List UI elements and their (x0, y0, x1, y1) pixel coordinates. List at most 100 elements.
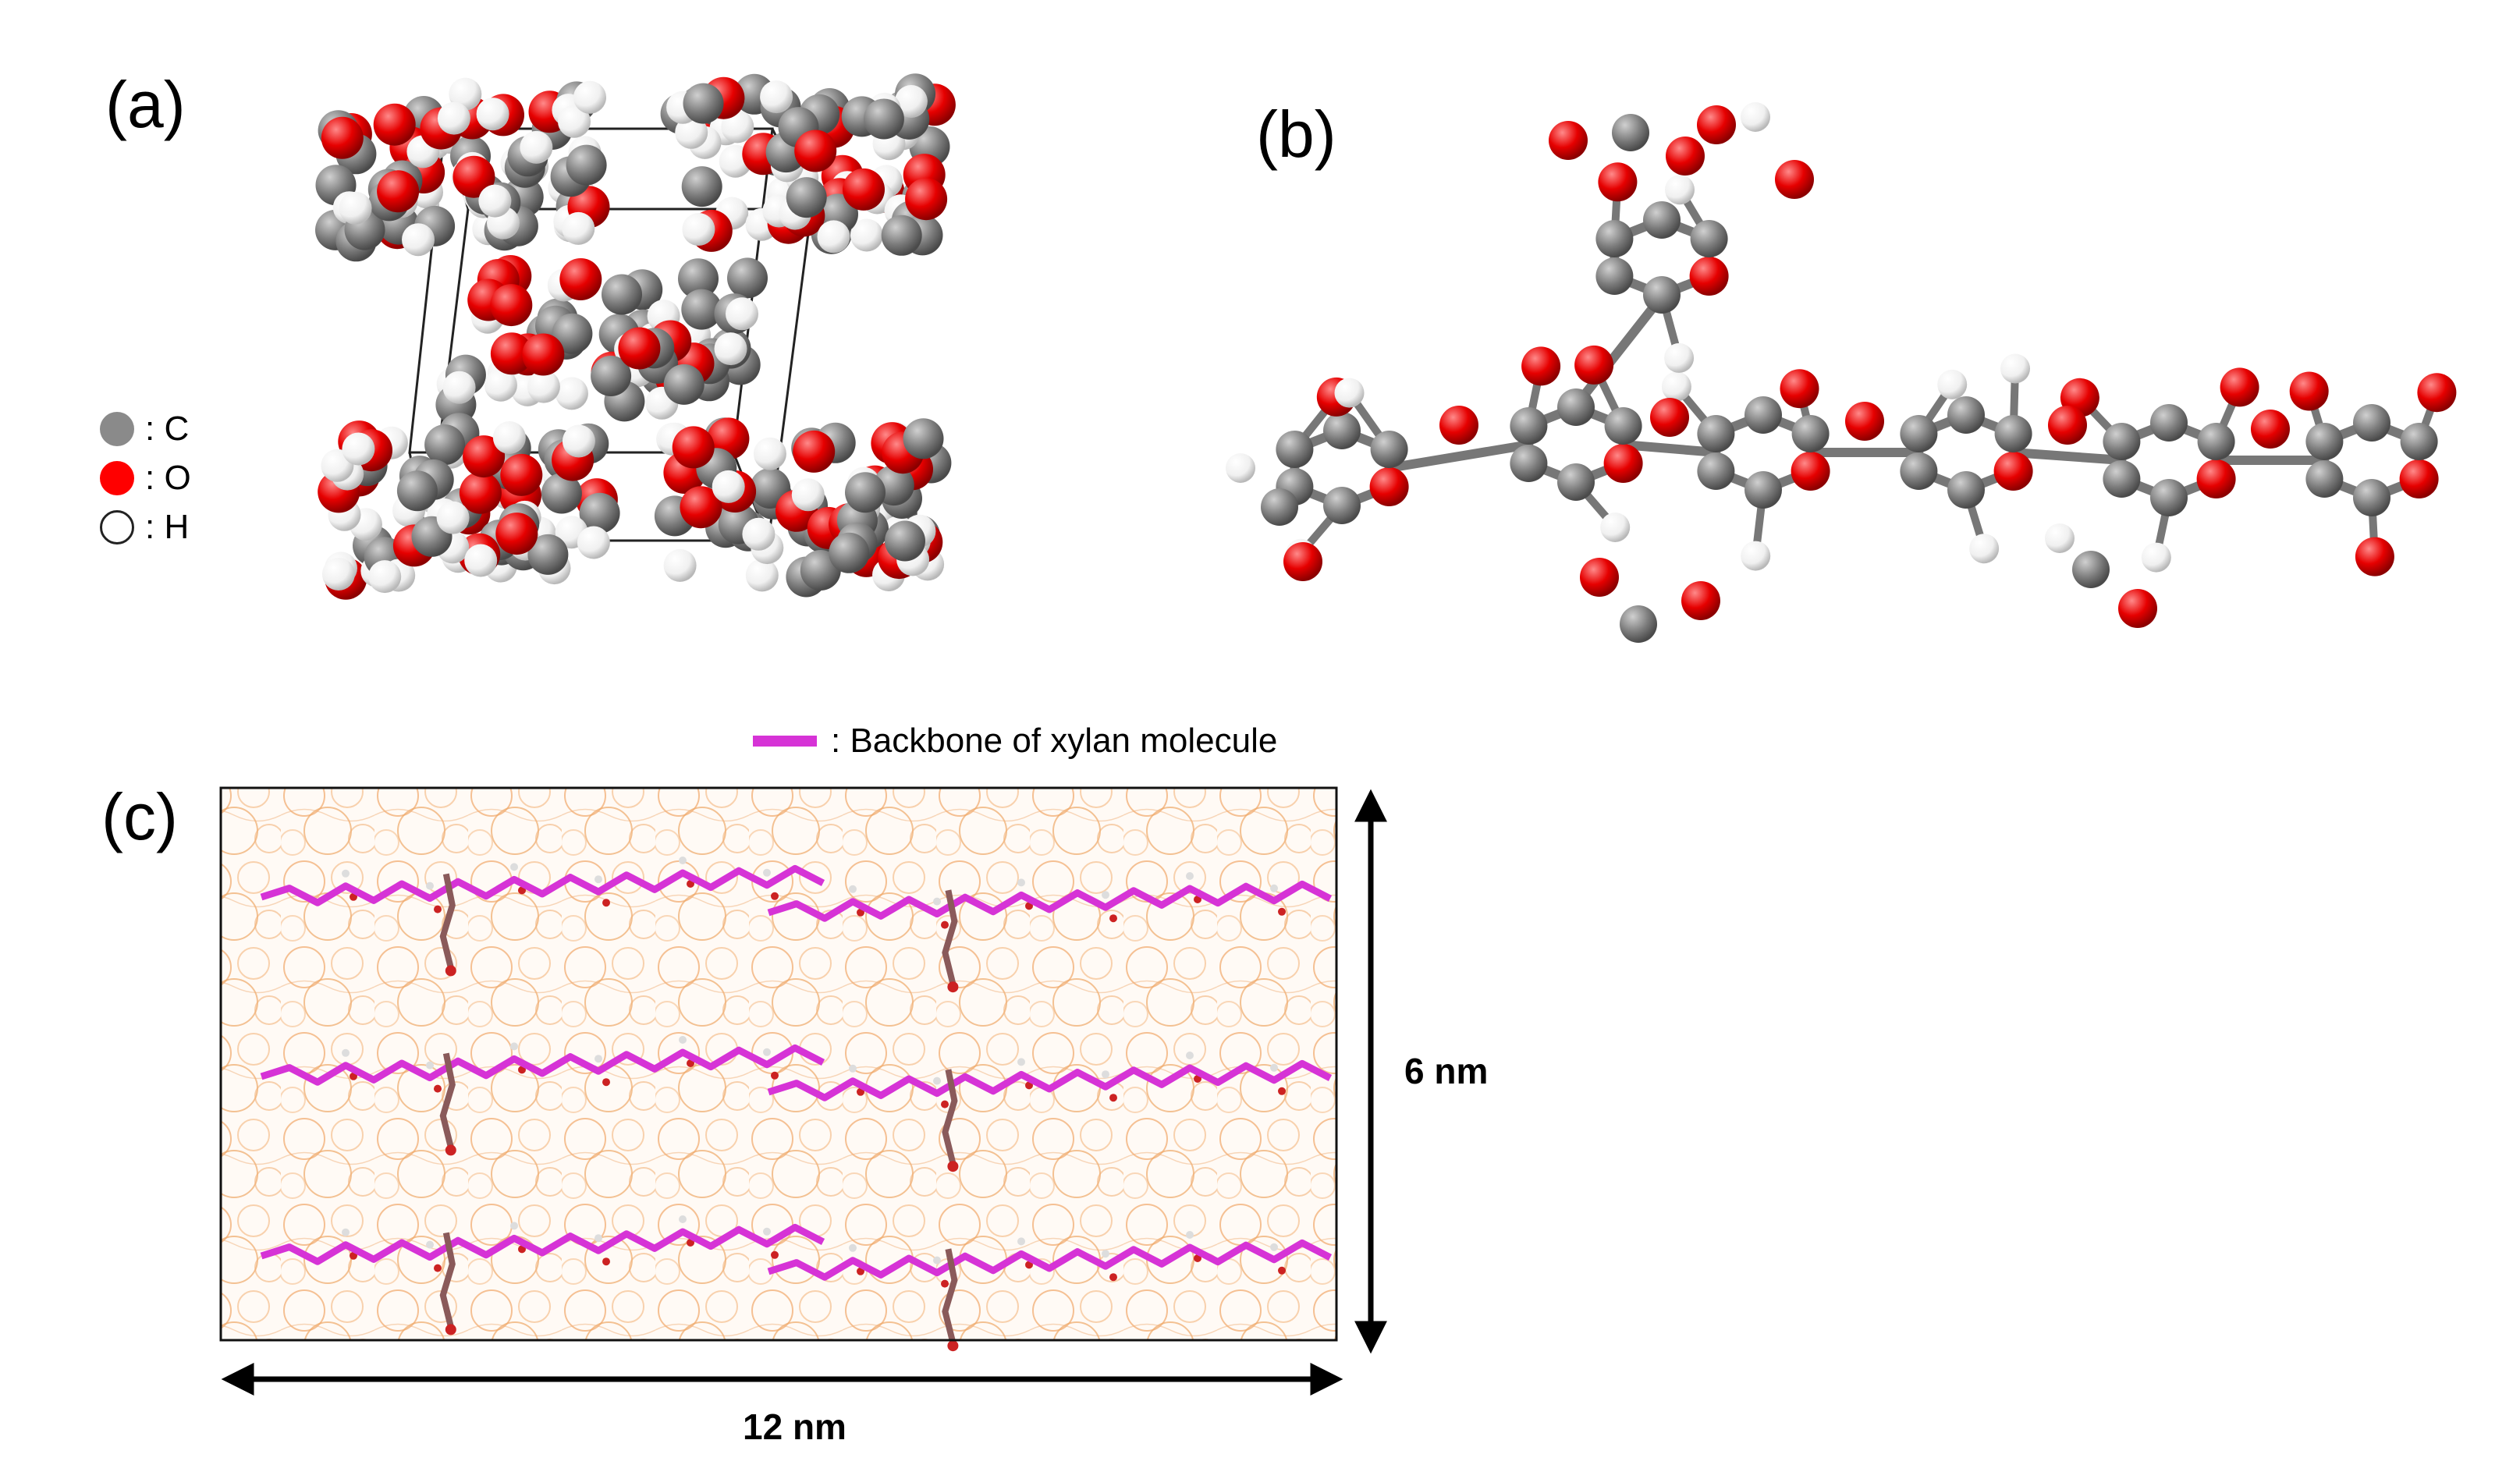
carbon-atom (678, 258, 719, 300)
legend-oxygen-label: : O (145, 459, 191, 497)
xylan-backbone (260, 1223, 825, 1265)
carbon-atom (424, 424, 466, 466)
carbon-atom (541, 473, 582, 514)
hydrogen-atom (849, 1243, 857, 1252)
oxygen-atom (1109, 1094, 1117, 1102)
hydrogen-atom (1661, 371, 1691, 402)
hydrogen-atom (492, 421, 526, 454)
oxygen-atom (793, 430, 836, 473)
oxygen-atom (1666, 137, 1705, 176)
hydrogen-atom (760, 80, 793, 114)
hydrogen-atom (442, 371, 476, 404)
hydrogen-atom-icon (100, 510, 134, 544)
oxygen-atom (2289, 371, 2329, 411)
hydrogen-atom (510, 1222, 518, 1230)
hydrogen-atom (763, 1048, 771, 1056)
hydrogen-atom (342, 1228, 350, 1236)
oxygen-atom (1845, 402, 1884, 441)
carbon-atom (1690, 220, 1728, 257)
legend-hydrogen: : H (100, 505, 189, 549)
hydrogen-atom (1186, 1231, 1194, 1239)
hydrogen-atom (1270, 1243, 1278, 1251)
oxygen-atom (1278, 907, 1286, 916)
hydrogen-atom (1741, 102, 1770, 132)
oxygen-atom (1603, 444, 1643, 483)
carbon-atom (845, 472, 886, 513)
oxygen-atom (941, 1100, 949, 1108)
oxygen-atom (445, 965, 456, 977)
carbon-atom (829, 532, 870, 573)
hydrogen-atom (1017, 1058, 1025, 1066)
hydrogen-atom (726, 297, 758, 331)
hydrogen-atom (753, 437, 786, 470)
oxygen-atom (794, 129, 837, 172)
oxygen-atom (947, 1161, 959, 1172)
carbon-atom (663, 364, 705, 405)
oxygen-atom (602, 1257, 610, 1266)
dimension-height-label: 6 nm (1404, 1051, 1489, 1091)
oxygen-atom (1278, 1266, 1286, 1275)
hydrogen-atom (464, 544, 498, 577)
oxygen-atom (377, 170, 420, 213)
carbon-atom (1643, 276, 1681, 314)
oxygen-atom (434, 1084, 442, 1093)
oxygen-atom (2196, 459, 2236, 498)
hydrogen-atom (368, 560, 402, 594)
hydrogen-atom (1334, 378, 1365, 408)
carbon-atom (681, 166, 722, 207)
bond (1572, 293, 1666, 409)
oxygen-atom (434, 905, 442, 913)
carbon-atom (2072, 551, 2110, 588)
hydrogen-atom (1186, 872, 1194, 880)
carbon-atom (1595, 220, 1634, 257)
simulation-box (219, 786, 1338, 1342)
oxygen-atom (1439, 406, 1478, 445)
carbon-atom (1697, 452, 1735, 490)
carbon-atom (1510, 445, 1548, 482)
carbon-atom (1947, 396, 1985, 434)
oxygen-atom (1598, 162, 1638, 202)
hydrogen-atom (426, 881, 434, 890)
carbon-atom (1557, 463, 1595, 501)
oxygen-atom (445, 1144, 456, 1156)
oxygen-atom (453, 155, 495, 198)
carbon-atom (566, 144, 607, 186)
panel-label-b: (b) (1256, 98, 1336, 171)
hydrogen-atom (1102, 1070, 1109, 1079)
hydrogen-atom (437, 101, 470, 135)
carbon-atom (2150, 404, 2188, 442)
hydrogen-atom (1102, 891, 1109, 899)
hydrogen-atom (1600, 513, 1631, 542)
oxygen-atom (1109, 914, 1117, 923)
carbon-atom (786, 177, 827, 218)
oxygen-atom (680, 486, 722, 529)
oxygen-atom (445, 1324, 456, 1335)
hydrogen-atom (849, 1064, 857, 1073)
carbon-atom (2305, 423, 2344, 460)
carbon-atom (2150, 479, 2188, 516)
carbon-atom (1697, 415, 1735, 452)
panel-label-a: (a) (105, 68, 186, 141)
oxygen-atom (490, 332, 533, 375)
hydrogen-atom (555, 377, 588, 410)
hydrogen-atom (342, 432, 375, 466)
oxygen-atom (941, 920, 949, 929)
hydrogen-atom (476, 98, 509, 131)
hydrogen-atom (894, 85, 928, 118)
oxygen-atom (1791, 452, 1830, 491)
hydrogen-atom (1937, 369, 1968, 399)
oxygen-atom (771, 1071, 779, 1080)
legend-oxygen: : O (100, 456, 191, 500)
hydrogen-atom (426, 1240, 434, 1249)
hydrogen-atom (721, 110, 754, 144)
oxygen-atom (1780, 369, 1819, 409)
carbon-atom (1595, 257, 1634, 295)
oxygen-atom (495, 513, 538, 555)
hydrogen-atom (2141, 542, 2171, 573)
hydrogen-atom (1226, 453, 1255, 483)
oxygen-atom (2251, 410, 2290, 449)
carbon-atom (1620, 605, 1657, 643)
hydrogen-atom (1270, 1063, 1278, 1072)
oxygen-atom (1278, 1087, 1286, 1095)
